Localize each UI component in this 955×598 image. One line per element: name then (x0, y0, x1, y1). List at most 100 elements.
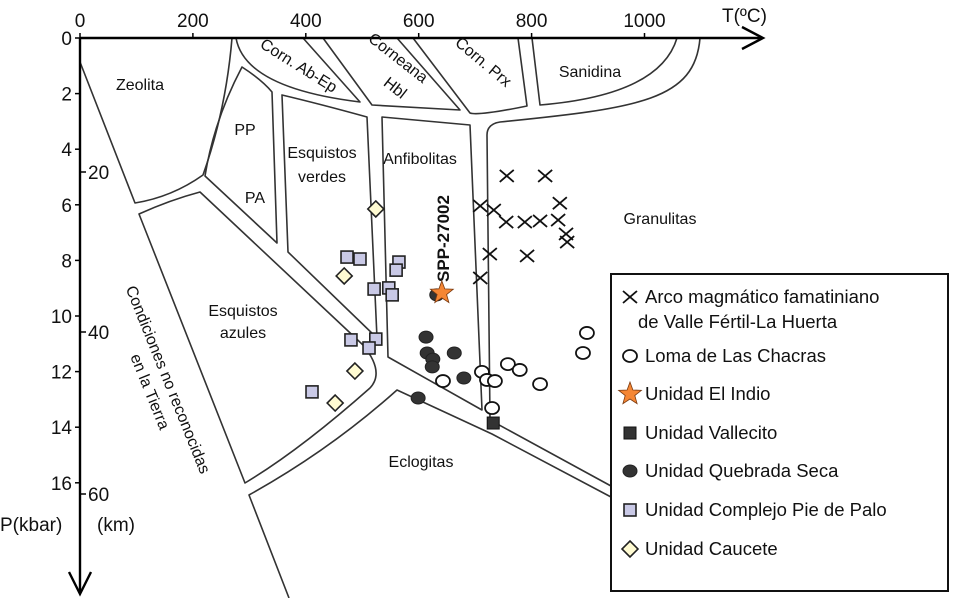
eclogitas-boundary (248, 389, 612, 598)
series-black-square (486, 416, 500, 430)
series-cross (472, 169, 575, 285)
label-esquistos-azules-2: azules (220, 325, 266, 342)
cross-marker-icon (559, 235, 575, 249)
t-tick-label: 600 (403, 11, 435, 32)
cross-marker-icon (498, 215, 514, 229)
label-zeolita: Zeolita (116, 77, 164, 94)
open-circle-marker-icon (499, 357, 516, 371)
label-sanidina: Sanidina (559, 64, 621, 81)
cross-marker-icon (519, 249, 535, 263)
label-esquistos-verdes-1: Esquistos (287, 145, 356, 162)
open-circle-marker-icon (487, 374, 503, 388)
dark-circle-marker-icon (446, 346, 462, 360)
p-tick-label: 0 (61, 29, 72, 50)
lavender-square-marker-icon (367, 282, 381, 296)
km-axis-label: (km) (97, 515, 135, 536)
p-tick-label: 6 (61, 196, 72, 217)
lavender-square-marker-icon (623, 503, 637, 517)
legend-label-caucete: Unidad Caucete (645, 538, 778, 559)
legend-markers (617, 290, 643, 559)
t-axis-label: T(ºC) (722, 6, 767, 27)
open-circle-marker-icon (532, 377, 548, 392)
label-corn-prx: Corn. Prx (452, 34, 515, 90)
diamond-marker-icon (345, 361, 365, 381)
anfibolitas-boundary (381, 116, 483, 411)
lavender-square-marker-icon (362, 341, 376, 355)
black-square-marker-icon (623, 426, 637, 440)
legend-label-loma: Loma de Las Chacras (645, 345, 826, 366)
p-tick-label: 2 (61, 85, 72, 106)
series-open-circle (435, 326, 595, 415)
label-esquistos-azules-1: Esquistos (208, 303, 277, 320)
cross-marker-icon (499, 169, 515, 183)
t-tick-label: 400 (290, 11, 322, 32)
open-circle-marker-icon (622, 349, 638, 363)
km-ticks: 20 40 60 (80, 163, 109, 506)
sample-label: SPP-27002 (434, 195, 453, 282)
lavender-square-marker-icon (385, 288, 399, 302)
legend: Arco magmático famatiniano de Valle Fért… (610, 273, 949, 592)
open-circle-marker-icon (435, 374, 451, 388)
label-anfibolitas: Anfibolitas (383, 151, 457, 168)
esquistos-verdes-boundary (281, 94, 378, 339)
star-marker-icon (617, 380, 643, 405)
granulitas-boundary (486, 37, 701, 487)
legend-box (610, 273, 949, 592)
lavender-square-marker-icon (305, 385, 319, 399)
cross-marker-icon (550, 213, 566, 227)
cross-marker-icon (472, 271, 488, 285)
legend-label-arco: Arco magmático famatiniano (645, 286, 879, 307)
lavender-square-marker-icon (389, 263, 403, 277)
black-square-marker-icon (486, 416, 500, 430)
p-tick-label: 16 (51, 474, 72, 495)
km-tick-label: 60 (88, 485, 109, 506)
open-circle-marker-icon (511, 363, 528, 377)
km-tick-label: 20 (88, 163, 109, 184)
lavender-square-marker-icon (340, 250, 354, 264)
legend-label-el-indio: Unidad El Indio (645, 383, 770, 404)
diamond-marker-icon (326, 393, 345, 413)
p-tick-label: 4 (61, 140, 72, 161)
lavender-square-marker-icon (344, 333, 358, 347)
cross-marker-icon (532, 214, 548, 228)
t-tick-label: 0 (75, 11, 86, 32)
open-circle-marker-icon (575, 346, 591, 360)
lavender-square-marker-icon (353, 252, 367, 266)
p-axis-label: P(kbar) (0, 515, 62, 536)
pp-pa-boundary (204, 66, 278, 244)
label-esquistos-verdes-2: verdes (298, 169, 346, 186)
legend-label-arco-2: de Valle Fértil-La Huerta (638, 311, 838, 332)
km-tick-label: 40 (88, 323, 109, 344)
cross-marker-icon (517, 215, 533, 229)
facies-labels: Zeolita PP PA Corn. Ab-Ep Corneana Hbl C… (116, 30, 696, 476)
star-marker-icon (429, 279, 455, 304)
diamond-marker-icon (620, 539, 640, 559)
cross-marker-icon (482, 247, 498, 261)
t-tick-label: 200 (177, 11, 209, 32)
series-dark-circle (410, 288, 472, 405)
cross-marker-icon (486, 203, 502, 217)
cross-marker-icon (622, 290, 638, 304)
dark-circle-marker-icon (410, 391, 426, 405)
cross-marker-icon (537, 169, 553, 183)
label-pp: PP (234, 122, 255, 139)
p-tick-label: 12 (51, 363, 72, 384)
diamond-marker-icon (366, 199, 385, 219)
dark-circle-marker-icon (418, 330, 434, 344)
legend-label-pie-de-palo: Unidad Complejo Pie de Palo (645, 499, 887, 520)
facies-boundaries (79, 37, 701, 598)
series-diamond (326, 199, 385, 413)
diamond-marker-icon (335, 266, 354, 286)
zeolita-boundary (79, 37, 233, 204)
corn-prx-boundary (412, 37, 528, 115)
label-granulitas: Granulitas (624, 211, 697, 228)
dark-circle-marker-icon (622, 464, 638, 478)
dark-circle-marker-icon (456, 371, 472, 385)
label-pa: PA (245, 190, 265, 207)
esquistos-azules-boundary (138, 191, 377, 484)
p-tick-label: 8 (61, 251, 72, 272)
